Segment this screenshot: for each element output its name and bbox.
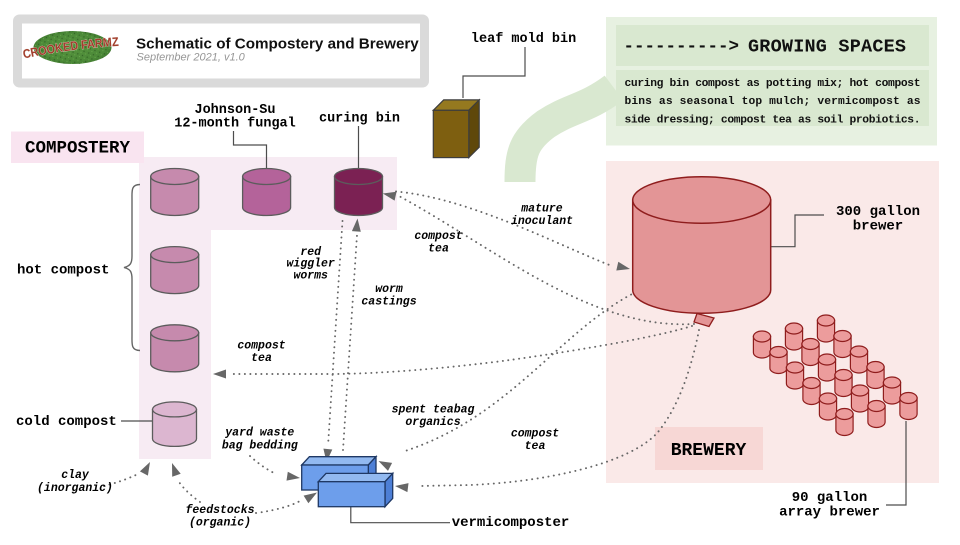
svg-text:side dressing; compost tea as: side dressing; compost tea as soil probi…	[625, 114, 921, 126]
svg-text:BREWERY: BREWERY	[671, 441, 747, 461]
svg-text:bins as seasonal top mulch; ve: bins as seasonal top mulch; vermicompost…	[625, 96, 921, 108]
svg-text:September 2021, v1.0: September 2021, v1.0	[137, 52, 246, 64]
svg-text:leaf mold bin: leaf mold bin	[471, 32, 576, 47]
svg-text:curing bin compost as potting: curing bin compost as potting mix; hot c…	[625, 78, 921, 90]
svg-text:---------->: ---------->	[624, 37, 740, 57]
svg-text:curing bin: curing bin	[319, 112, 400, 127]
svg-text:vermicomposter: vermicomposter	[452, 515, 570, 531]
svg-text:Schematic of Compostery and Br: Schematic of Compostery and Brewery	[136, 36, 419, 53]
svg-text:feedstocks(organic): feedstocks(organic)	[185, 504, 254, 530]
svg-text:hot compost: hot compost	[17, 263, 109, 279]
svg-text:cold compost: cold compost	[16, 414, 117, 430]
svg-text:clay(inorganic): clay(inorganic)	[37, 469, 113, 495]
svg-text:GROWING SPACES: GROWING SPACES	[748, 37, 906, 58]
svg-text:COMPOSTERY: COMPOSTERY	[25, 139, 131, 159]
